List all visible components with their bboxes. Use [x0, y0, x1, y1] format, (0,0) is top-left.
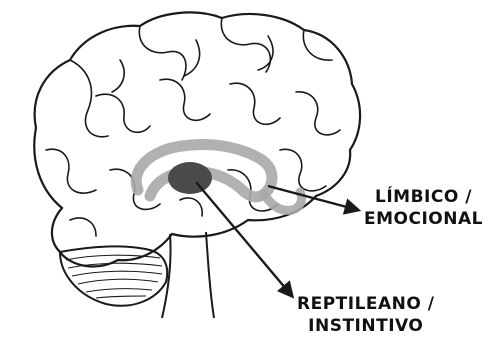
reptilian-label-line1: REPTILEANO /: [297, 293, 435, 315]
reptilian-core: [168, 162, 212, 194]
reptilian-label-line2: INSTINTIVO: [297, 315, 435, 337]
limbic-label-line1: LÍMBICO /: [364, 186, 483, 208]
brainstem: [162, 232, 214, 318]
limbic-label: LÍMBICO / EMOCIONAL: [364, 186, 483, 230]
reptilian-label: REPTILEANO / INSTINTIVO: [297, 293, 435, 337]
limbic-system-tail: [264, 192, 302, 210]
limbic-label-line2: EMOCIONAL: [364, 208, 483, 230]
